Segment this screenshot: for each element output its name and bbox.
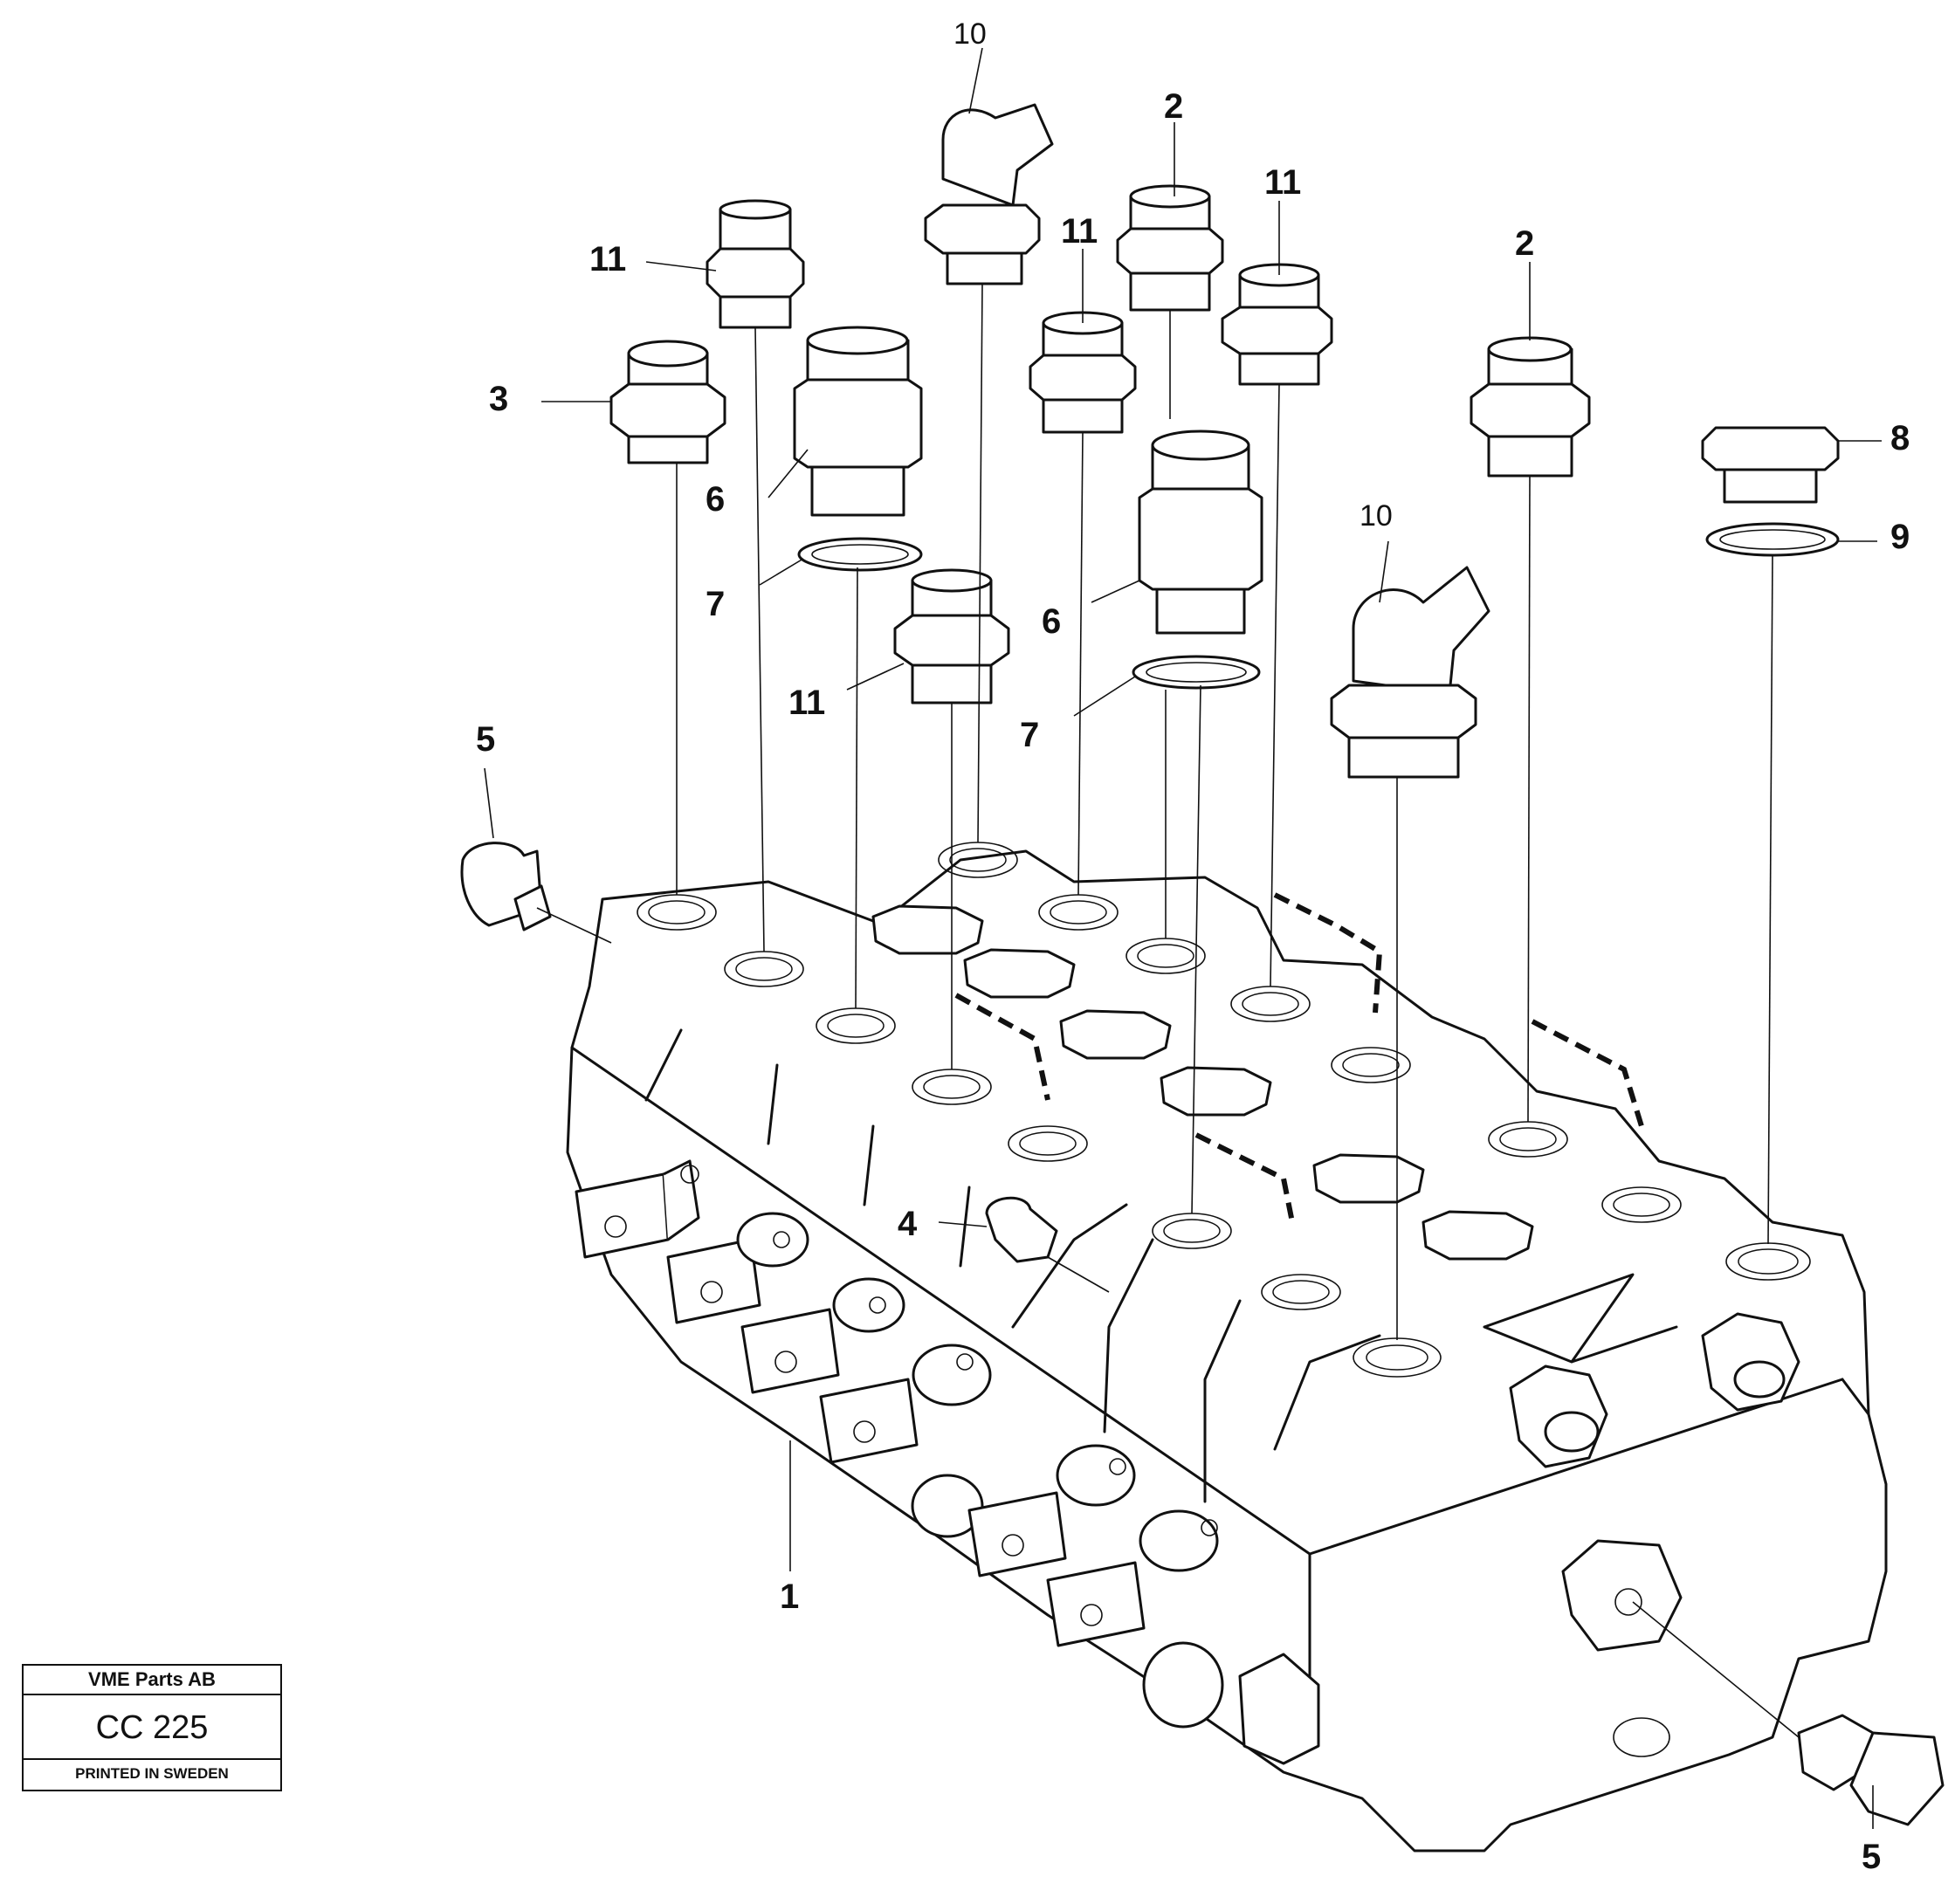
callout-10-right: 10: [1360, 499, 1393, 533]
callout-3: 3: [489, 380, 508, 418]
callout-11-left: 11: [589, 240, 626, 278]
title-block-company: VME Parts AB: [24, 1666, 280, 1695]
callout-6-right: 6: [1042, 602, 1061, 641]
fitting-11-d: [893, 568, 1010, 705]
elbow-fitting-10-b: [1330, 566, 1490, 779]
fitting-6-a: [793, 326, 923, 517]
title-block-code: CC 225: [24, 1695, 280, 1760]
fitting-11-c: [1221, 263, 1333, 386]
callout-8: 8: [1890, 419, 1910, 457]
seal-ring-7-b: [1132, 655, 1261, 690]
title-block: VME Parts AB CC 225 PRINTED IN SWEDEN: [22, 1664, 282, 1791]
fitting-6-b: [1138, 430, 1263, 635]
seal-ring-7-a: [797, 537, 923, 572]
callout-2-top: 2: [1164, 87, 1183, 126]
callout-6-left: 6: [706, 480, 725, 519]
fitting-2-a: [1116, 184, 1224, 312]
callout-1: 1: [780, 1578, 799, 1616]
fitting-11-b: [1029, 311, 1137, 434]
callout-11-middle: 11: [1061, 212, 1098, 251]
spool-caps: [575, 1159, 1320, 1765]
relief-nuts: [1509, 1312, 1800, 1757]
fitting-11-a: [706, 199, 805, 329]
fitting-3: [609, 340, 726, 464]
callout-9: 9: [1890, 518, 1910, 556]
callout-labels: 10 2 11 11 11 2 3 6 8 10 9 7 6 11 5 7 4 …: [476, 17, 1910, 1876]
valve-block-body: [566, 842, 1888, 1852]
callout-11-top-right: 11: [1264, 163, 1301, 202]
elbow-fitting-10-a: [924, 103, 1054, 285]
callout-4: 4: [898, 1205, 918, 1243]
callout-11-bottom: 11: [788, 684, 825, 722]
title-block-printed: PRINTED IN SWEDEN: [75, 1765, 229, 1782]
plug-8: [1701, 426, 1840, 504]
port-holes: [637, 842, 1811, 1378]
leader-lines: [484, 47, 1882, 1829]
hex-plugs: [871, 904, 1534, 1261]
grease-nipple-5-a: [460, 842, 552, 931]
grease-nipple-5-b: [1797, 1714, 1945, 1826]
callout-10-top: 10: [953, 17, 987, 51]
grease-nipple-4: [985, 1196, 1058, 1263]
seal-ring-9: [1705, 522, 1840, 557]
callout-7-left: 7: [706, 585, 725, 623]
fitting-2-b: [1470, 336, 1591, 478]
callout-5-bottom: 5: [1862, 1838, 1881, 1876]
callout-7-right: 7: [1020, 716, 1039, 754]
callout-2-right: 2: [1515, 224, 1534, 263]
callout-5-left: 5: [476, 720, 495, 759]
